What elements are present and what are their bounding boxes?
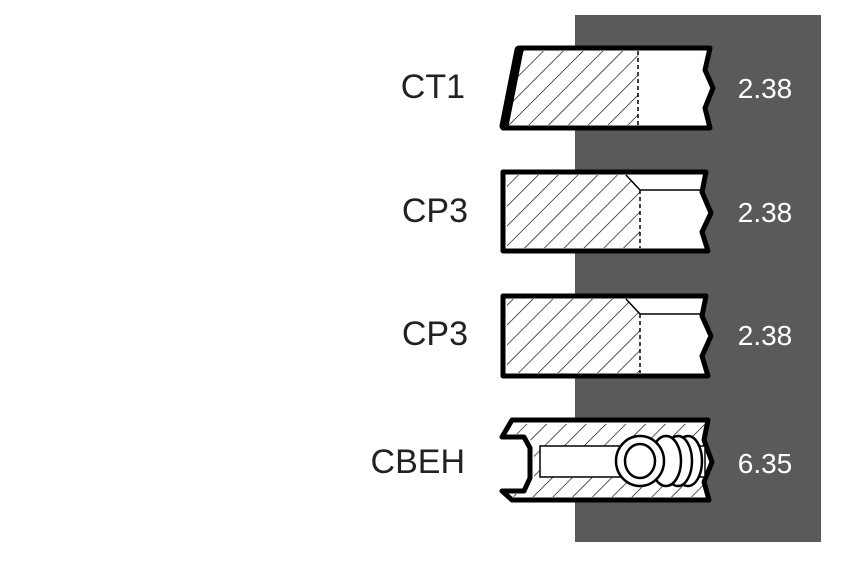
expander-coil-icon	[614, 434, 704, 488]
ring-value-cbeh: 6.35	[738, 448, 793, 479]
ring-label-cbeh: CBEH	[371, 443, 465, 481]
ring-cp3-1-hatch	[507, 175, 640, 248]
ring-value-cp3-1: 2.38	[738, 197, 793, 228]
ring-label-cp3-2: CP3	[402, 315, 468, 353]
ring-value-ct1: 2.38	[738, 73, 793, 104]
ring-value-cp3-2: 2.38	[738, 320, 793, 351]
ring-label-cp3-1: CP3	[402, 192, 468, 230]
ring-cp3-2-hatch	[507, 299, 640, 373]
ring-label-ct1: CT1	[401, 68, 465, 106]
ring-cbeh: CBEH 6.35	[371, 417, 793, 503]
ring-cp3-2: CP3 2.38	[402, 293, 793, 379]
ring-ct1: CT1 2.38	[401, 45, 793, 131]
ring-cp3-1: CP3 2.38	[402, 169, 793, 254]
ring-ct1-hatch	[507, 51, 638, 125]
